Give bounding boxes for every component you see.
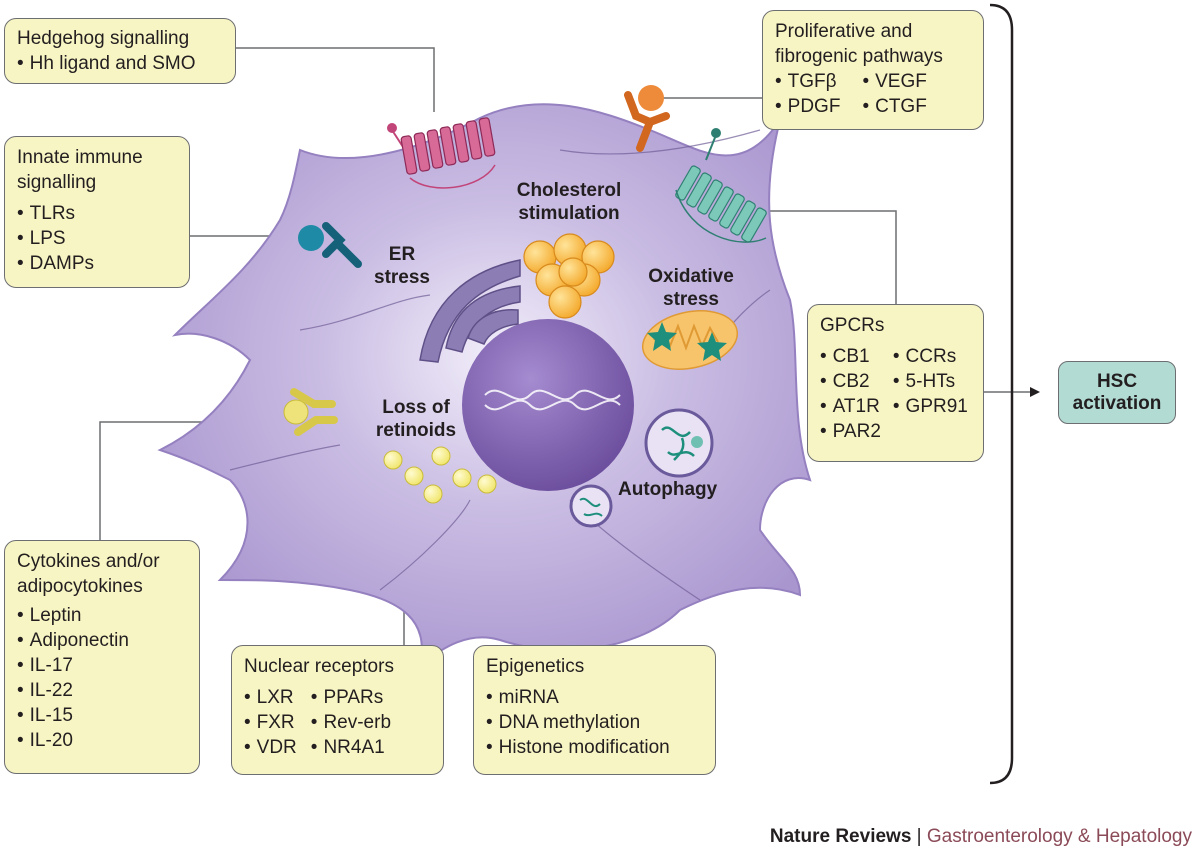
mitochondrion-icon [641, 310, 739, 370]
journal-subject: Gastroenterology & Hepatology [926, 826, 1192, 847]
dna-icon [484, 389, 621, 411]
credit-separator: | [916, 826, 922, 847]
cytokine-item: IL-17 [17, 653, 187, 678]
journal-name: Nature Reviews [769, 826, 912, 847]
gpcrs-title: GPCRs [820, 315, 885, 336]
cytokine-item: IL-22 [17, 678, 187, 703]
autophagy-label: Autophagy [618, 479, 718, 500]
cytokine-item: IL-20 [17, 728, 187, 753]
nuclear-receptor-item: PPARs [311, 685, 391, 710]
smo-receptor-icon [387, 117, 496, 189]
nuclear-receptors-box: Nuclear receptors LXR FXR VDR PPARs Rev-… [231, 645, 444, 775]
nuclear-receptor-item: LXR [244, 685, 297, 710]
gpcr-item: PAR2 [820, 419, 881, 444]
proliferative-item: TGFβ [775, 69, 840, 94]
hedgehog-box: Hedgehog signalling Hh ligand and SMO [4, 18, 236, 84]
tlr-receptor-icon [298, 222, 362, 268]
proliferative-title: Proliferative and fibrogenic pathways [775, 21, 943, 67]
growth-factor-receptor-icon [624, 85, 670, 152]
epigenetics-title: Epigenetics [486, 656, 585, 677]
oxidative-stress-label: Oxidative stress [648, 266, 734, 310]
innate-immune-item: TLRs [17, 201, 177, 226]
cytokine-receptor-icon [283, 388, 338, 436]
cholesterol-label: Cholesterol stimulation [516, 180, 622, 224]
journal-credit: Nature Reviews | Gastroenterology & Hepa… [770, 826, 1192, 848]
gpcr-item: GPR91 [893, 394, 968, 419]
nuclear-receptors-title: Nuclear receptors [244, 656, 394, 677]
epigenetics-item: Histone modification [486, 735, 703, 760]
nuclear-receptor-item: NR4A1 [311, 735, 391, 760]
cytokines-title: Cytokines and/or adipocytokines [17, 551, 160, 597]
hsc-activation-box: HSC activation [1058, 361, 1176, 424]
gpcr-item: CB1 [820, 344, 881, 369]
cholesterol-icon [523, 233, 615, 319]
gpcr-receptor-icon [675, 128, 767, 243]
gpcrs-box: GPCRs CB1 CB2 AT1R PAR2 CCRs 5-HTs GPR91 [807, 304, 984, 462]
hedgehog-title: Hedgehog signalling [17, 28, 190, 49]
hedgehog-item: Hh ligand and SMO [17, 51, 223, 76]
nuclear-receptor-item: VDR [244, 735, 297, 760]
proliferative-item: PDGF [775, 94, 841, 119]
innate-immune-item: LPS [17, 226, 177, 251]
innate-immune-box: Innate immune signalling TLRs LPS DAMPs [4, 136, 190, 288]
cytokine-item: IL-15 [17, 703, 187, 728]
retinoid-droplets-icon [383, 446, 497, 504]
proliferative-item: CTGF [862, 94, 927, 119]
nuclear-receptor-item: FXR [244, 710, 297, 735]
hsc-activation-label: HSC activation [1072, 370, 1162, 414]
gpcr-item: CCRs [893, 344, 968, 369]
er-icon [419, 259, 521, 363]
retinoids-label: Loss of retinoids [375, 397, 457, 441]
proliferative-item: VEGF [862, 69, 927, 94]
epigenetics-box: Epigenetics miRNA DNA methylation Histon… [473, 645, 716, 775]
epigenetics-item: DNA methylation [486, 710, 703, 735]
cytokines-box: Cytokines and/or adipocytokines Leptin A… [4, 540, 200, 774]
bracket [989, 3, 1014, 785]
innate-immune-item: DAMPs [17, 251, 177, 276]
gpcr-item: AT1R [820, 394, 881, 419]
autophagosome-icon [569, 408, 714, 528]
proliferative-box: Proliferative and fibrogenic pathways TG… [762, 10, 984, 130]
er-stress-label: ER stress [374, 244, 430, 288]
nucleus [462, 319, 634, 491]
cytokine-item: Adiponectin [17, 628, 187, 653]
cytokine-item: Leptin [17, 603, 187, 628]
nuclear-receptor-item: Rev-erb [311, 710, 391, 735]
epigenetics-item: miRNA [486, 685, 703, 710]
gpcr-item: CB2 [820, 369, 881, 394]
innate-immune-title: Innate immune signalling [17, 147, 143, 193]
gpcr-item: 5-HTs [893, 369, 968, 394]
